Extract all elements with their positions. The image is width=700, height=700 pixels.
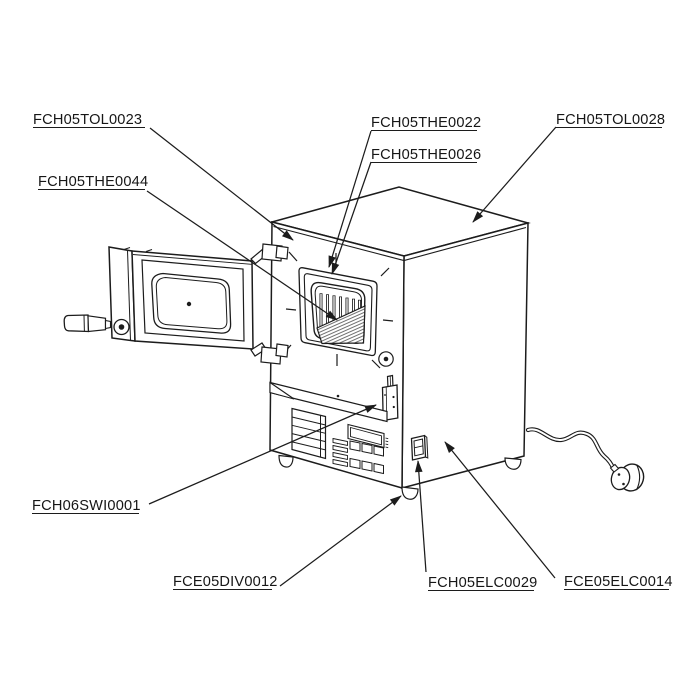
leader-power-switch [415, 460, 427, 573]
leader-foot [279, 495, 402, 587]
plug-cord-entry [609, 463, 620, 473]
furnace-foot-back-right [504, 457, 522, 470]
part-label-fch05tol0028: FCH05TOL0028 [556, 112, 665, 128]
power-rocker-switch [410, 434, 429, 461]
door-inner-frame [141, 259, 245, 342]
leader-hearth-plate [146, 190, 338, 321]
controller-key-column [332, 437, 348, 468]
door-insulation-plug [151, 272, 232, 334]
door-hinges [250, 243, 289, 365]
leader-front-housing [149, 127, 294, 241]
part-label-fch05the0022: FCH05THE0022 [371, 115, 481, 131]
furnace-foot-front-right [401, 486, 419, 500]
hinge-bottom-plate [275, 343, 289, 358]
front-step-wedge [269, 381, 295, 400]
part-label-fce05div0012: FCE05DIV0012 [173, 574, 278, 590]
thermocouple-port-center [383, 356, 389, 362]
door-handle [63, 314, 112, 333]
controller-keypad [349, 440, 384, 475]
leader-top-panel [472, 126, 557, 223]
leader-door-switch [148, 404, 377, 505]
control-panel [269, 381, 389, 475]
hearth-plate-hatching [317, 306, 365, 344]
power-plug [609, 463, 645, 492]
furnace-door [63, 246, 254, 350]
furnace-foot-front-left [278, 454, 294, 468]
controller-display [347, 423, 389, 449]
part-label-fch05the0026: FCH05THE0026 [371, 147, 481, 163]
part-label-fce05elc0014: FCE05ELC0014 [564, 574, 673, 590]
door-latch-knob-center [118, 324, 125, 330]
louver-vent [291, 407, 327, 460]
leader-chamber-top [328, 130, 372, 268]
part-label-fch05tol0023: FCH05TOL0023 [33, 112, 142, 128]
opening-tick-marks [283, 251, 394, 369]
part-labels: FCH05TOL0023 FCH05THE0044 FCH05THE0022 F… [32, 112, 673, 592]
part-label-fch05the0044: FCH05THE0044 [38, 174, 148, 190]
panel-screw [336, 394, 340, 398]
leader-lines [146, 126, 557, 587]
leader-heating-element [331, 161, 372, 275]
hinge-top-plate [275, 245, 289, 260]
part-label-fch05elc0029: FCH05ELC0029 [428, 575, 537, 591]
furnace-lid-rim [273, 225, 527, 262]
leader-power-cord [444, 441, 556, 579]
door-center-dot [186, 301, 192, 307]
power-cord [525, 427, 616, 472]
part-label-fch06swi0001: FCH06SWI0001 [32, 498, 141, 514]
chamber-opening [283, 251, 394, 369]
